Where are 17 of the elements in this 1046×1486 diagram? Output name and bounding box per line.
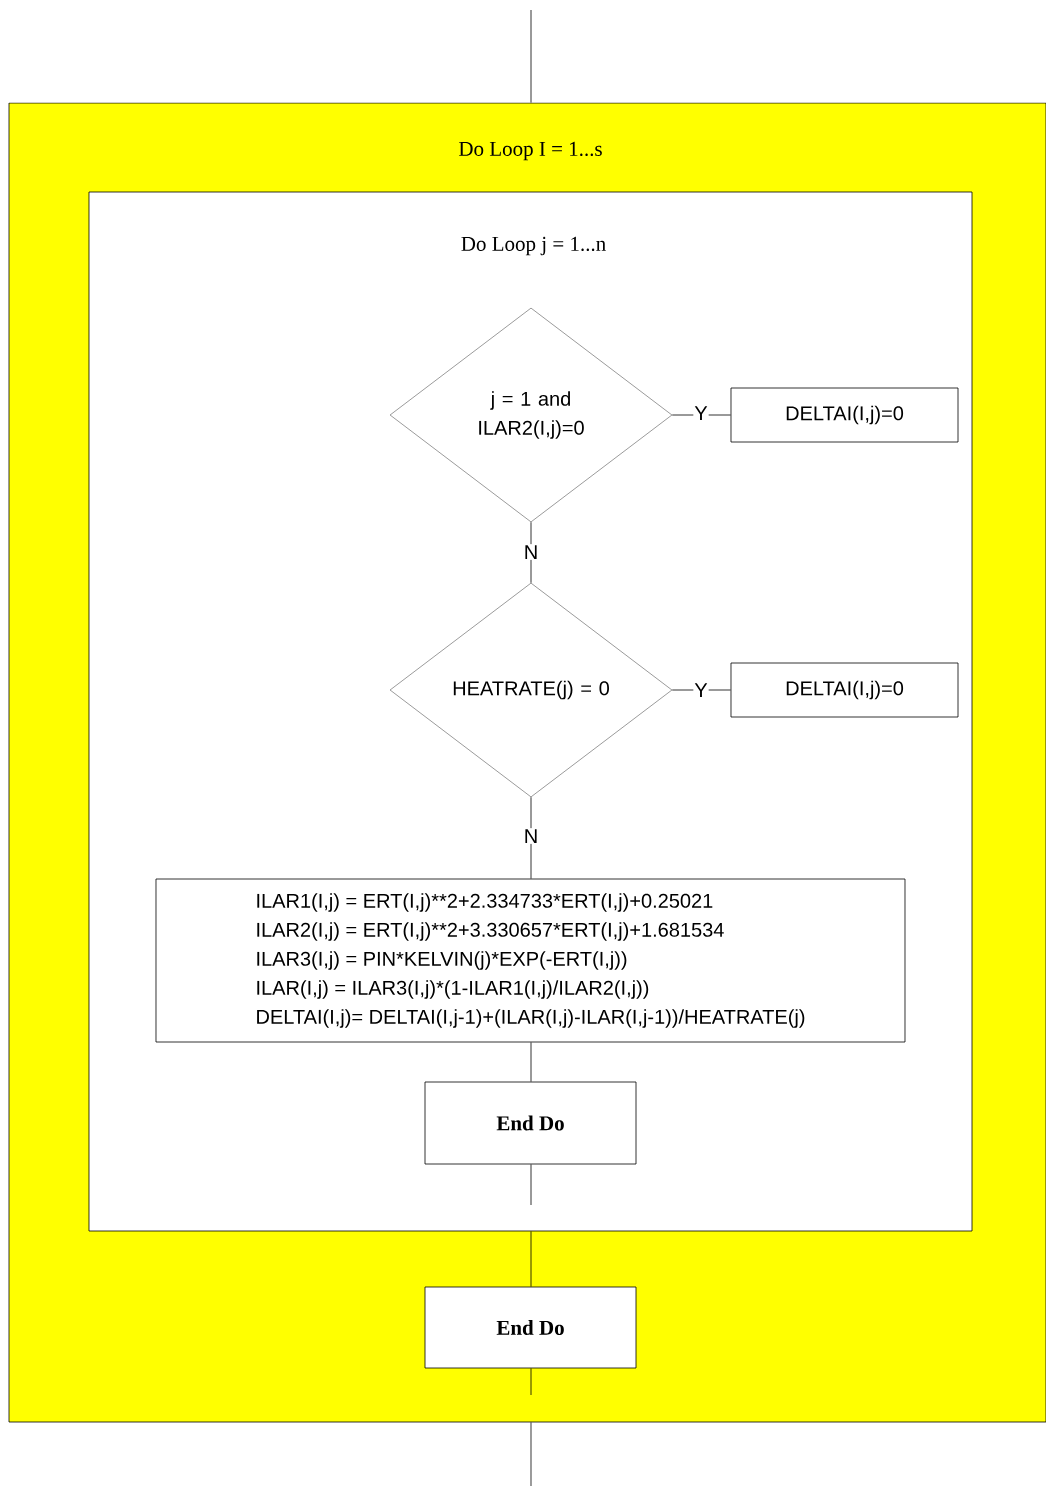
edge-label: Y — [693, 405, 709, 421]
connector-line — [530, 796, 532, 879]
end-box: End Do — [424, 1081, 637, 1165]
connector-line — [671, 689, 731, 691]
edge-label: Y — [693, 682, 709, 698]
process-box: DELTAI(I,j)=0 — [730, 662, 959, 718]
connector-line — [530, 521, 532, 584]
connector-line — [530, 1042, 532, 1082]
connector-line — [530, 9, 532, 103]
connector-line — [671, 414, 731, 416]
connector-line — [530, 1164, 532, 1206]
connector-line — [530, 1231, 532, 1287]
process-box: ILAR1(I,j) = ERT(I,j)**2+2.334733*ERT(I,j)+0.25021 ILAR2(I,j) = ERT(I,j)**2+3.330657*ERT(I,j)+1.681534 ILAR3(I,j) = PIN*KELVIN(j)*EXP(-ERT(I,j)) ILAR(I,j) = ILAR3(I,j)*(1-ILAR1(I,j)/ILAR2(I,j)) DELTAI(I,j)= DELTAI(I,j-1)+(ILAR(I,j)-ILAR(I,j-1))/HEATRATE(j) — [155, 878, 906, 1043]
process-box: DELTAI(I,j)=0 — [730, 387, 959, 443]
connector-line — [530, 1422, 532, 1486]
end-box: End Do — [424, 1286, 637, 1369]
connector-line — [530, 1368, 532, 1396]
